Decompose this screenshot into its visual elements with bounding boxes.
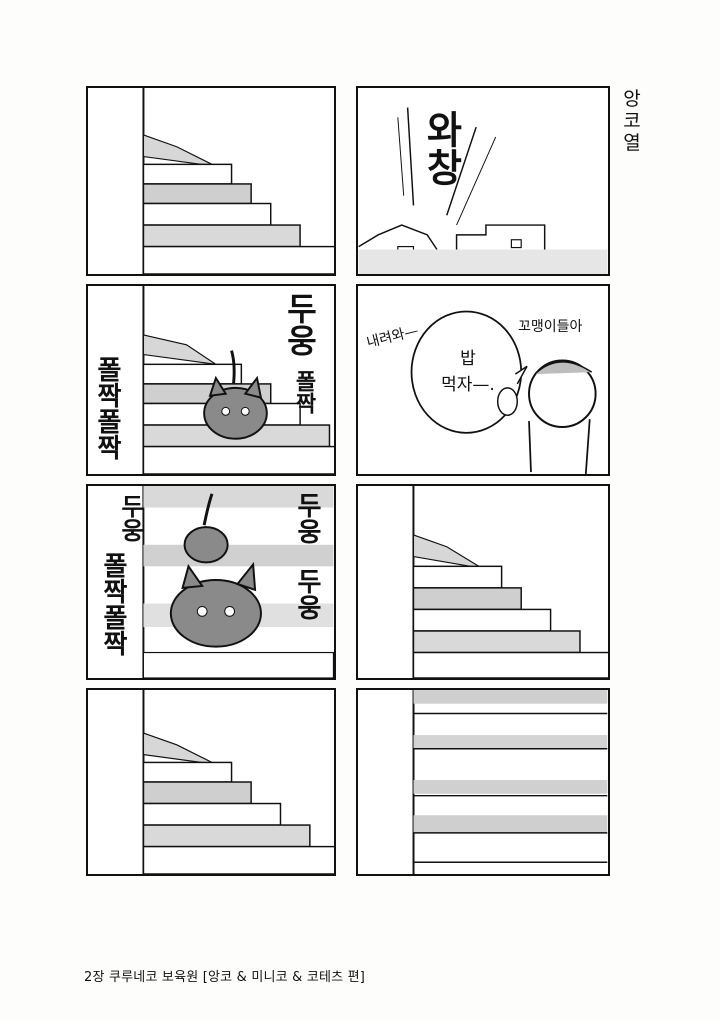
panel-5-cats-tumbling: 폴짝폴짝 두웅 두웅 두웅 — [86, 484, 336, 680]
hop-sfx-right: 폴짝 — [291, 370, 316, 414]
stairs-cat-drawing — [142, 286, 334, 474]
panel-7-stairs — [86, 688, 336, 876]
black-cat — [203, 350, 268, 440]
thud-sfx-right-top: 두웅 — [292, 492, 322, 544]
stair-stripes-drawing — [412, 690, 608, 874]
page-caption: 2장 쿠루네코 보육원 [앙코 & 미니코 & 코테츠 편] — [84, 970, 366, 985]
tumbling-cats-drawing — [142, 486, 334, 678]
thud-sfx-top-left: 두웅 — [116, 494, 144, 542]
stairs-drawing — [412, 486, 608, 678]
rooftops-drawing — [358, 107, 608, 274]
panel-2-rooftops: 와창 — [356, 86, 610, 276]
hop-sfx-left: 폴짝폴짝 — [92, 356, 122, 460]
panel-3-cat-hopping: 폴짝폴짝 두웅 폴짝 — [86, 284, 336, 476]
thud-sfx-top: 두웅 — [281, 292, 319, 356]
girl-character — [496, 359, 597, 474]
panel-1-stairs — [86, 86, 336, 276]
girl-drawing — [410, 310, 597, 474]
stairs-drawing — [142, 88, 334, 274]
stairs-drawing — [142, 690, 334, 874]
panel-8-stair-closeup — [356, 688, 610, 876]
crash-sfx: 와창 — [419, 110, 463, 186]
hop-sfx-left: 폴짝폴짝 — [98, 552, 128, 656]
chapter-title: 앙코 열 — [623, 88, 641, 154]
tumbling-cats — [169, 493, 262, 648]
call-text-right: 꼬맹이들아 — [518, 319, 583, 335]
panel-6-stairs — [356, 484, 610, 680]
bubble-text: 밥 먹자—. — [441, 349, 495, 395]
panel-4-girl-calling: 내려와— 꼬맹이들아 밥 먹자—. — [356, 284, 610, 476]
thud-sfx-right-bottom: 두웅 — [292, 568, 322, 620]
